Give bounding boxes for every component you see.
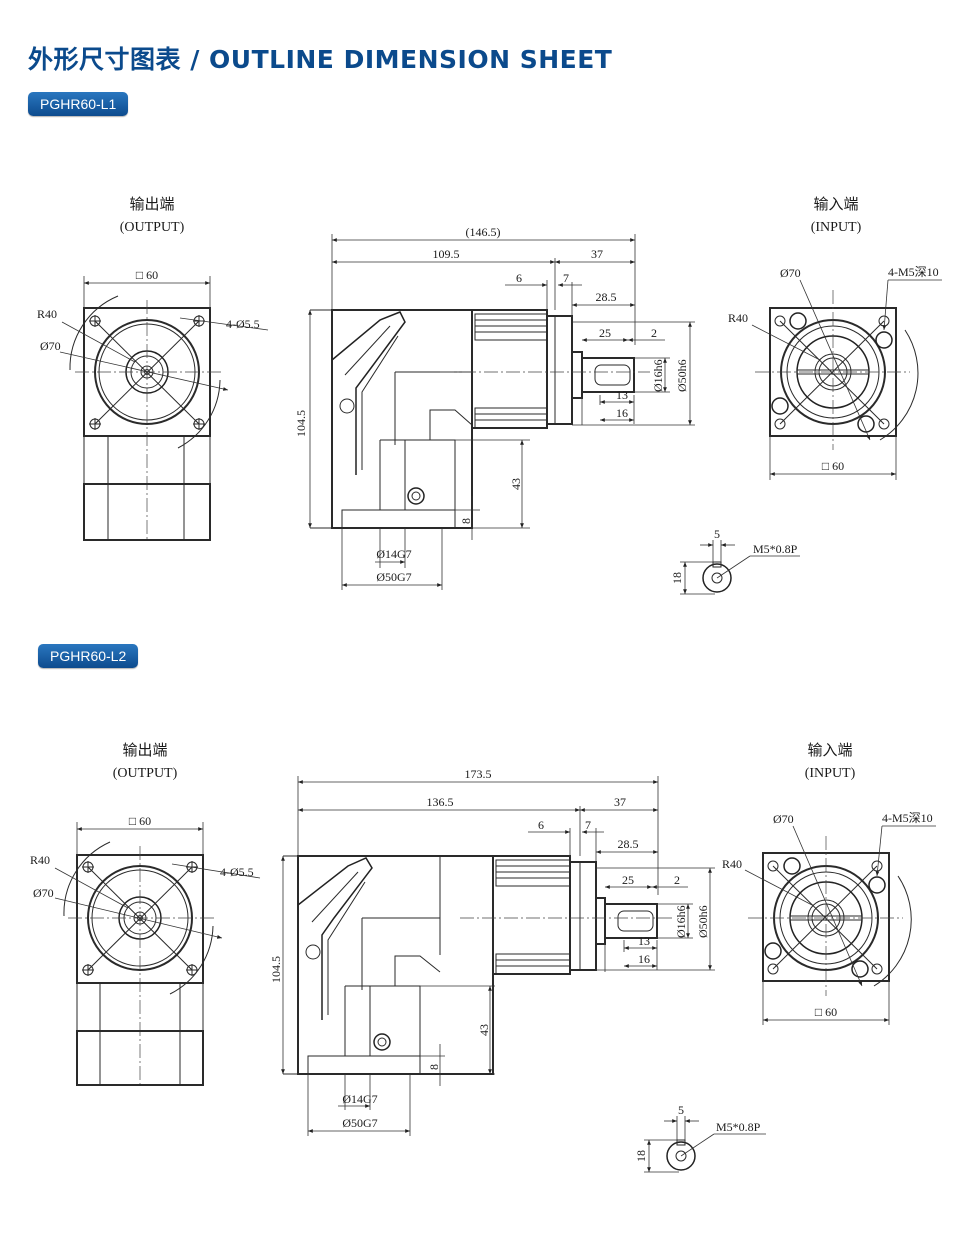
output-end-view-l2: 输出端 (OUTPUT) □ 60 R40 [30,741,261,1086]
dim-out-d70: Ø70 [33,886,54,900]
key-width: 5 [714,527,720,541]
dim-h43: 43 [477,1024,491,1036]
dim-in-square: □ 60 [815,1005,837,1019]
dim-out-square: □ 60 [136,268,158,282]
dim-in-r40: R40 [722,857,742,871]
dim-28-5: 28.5 [596,290,617,304]
input-label-en: (INPUT) [805,766,856,781]
dim-in-square: □ 60 [822,459,844,473]
dim-d50g7: Ø50G7 [342,1116,377,1130]
dim-in-d70: Ø70 [780,266,801,280]
dim-overall: (146.5) [466,225,501,239]
drawing-l2: 输出端 (OUTPUT) □ 60 R40 [30,741,936,1173]
dim-h104: 104.5 [269,956,283,983]
key-height: 18 [634,1150,648,1162]
dim-in-holes: 4-M5深10 [888,265,939,279]
output-end-view-l1: 输出端 (OUTPUT) □ 60 [37,195,269,541]
side-view-l1: (146.5) 109.5 37 6 7 28.5 25 2 [294,225,695,590]
dim-h8: 8 [459,518,473,524]
dim-out-d70: Ø70 [40,339,61,353]
input-end-view-l1: 输入端 (INPUT) □ 60 R40 Ø70 [728,195,942,480]
dim-d50h6: Ø50h6 [696,905,710,938]
input-label-cn: 输入端 [813,195,858,213]
dim-out-r40: R40 [30,853,50,867]
dim-right: 37 [591,247,603,261]
dim-body: 136.5 [427,795,454,809]
dim-out-square: □ 60 [129,814,151,828]
dim-in-r40: R40 [728,311,748,325]
output-label-en: (OUTPUT) [113,766,178,781]
dim-13: 13 [638,934,650,948]
key-thread: M5*0.8P [716,1120,761,1134]
key-detail-l1: 5 18 M5*0.8P [670,527,800,595]
dim-right: 37 [614,795,626,809]
page-title: 外形尺寸图表 / OUTLINE DIMENSION SHEET [28,45,613,74]
dim-d50g7: Ø50G7 [376,570,411,584]
output-label-cn: 输出端 [129,195,174,213]
key-width: 5 [678,1103,684,1117]
dim-overall: 173.5 [465,767,492,781]
input-label-en: (INPUT) [811,220,862,235]
key-thread: M5*0.8P [753,542,798,556]
dim-d16h6: Ø16h6 [651,359,665,392]
dim-in-d70: Ø70 [773,812,794,826]
dim-d14g7: Ø14G7 [342,1092,377,1106]
dim-6: 6 [516,271,522,285]
dim-out-holes: 4-Ø5.5 [226,317,260,331]
dim-h43: 43 [509,478,523,490]
dim-d14g7: Ø14G7 [376,547,411,561]
dim-28-5: 28.5 [618,837,639,851]
dim-16: 16 [638,952,650,966]
dim-25: 25 [599,326,611,340]
dim-16: 16 [616,406,628,420]
dim-d16h6: Ø16h6 [674,905,688,938]
output-label-cn: 输出端 [122,741,167,759]
key-height: 18 [670,572,684,584]
model-badge-l2: PGHR60-L2 [38,644,139,668]
dim-7: 7 [563,271,569,285]
input-label-cn: 输入端 [807,741,852,759]
dim-d50h6: Ø50h6 [675,359,689,392]
dim-body: 109.5 [433,247,460,261]
dim-7: 7 [585,818,591,832]
dim-h8: 8 [427,1064,441,1070]
input-end-view-l2: 输入端 (INPUT) □ 60 R40 Ø70 [722,741,936,1025]
dim-out-holes: 4-Ø5.5 [220,865,254,879]
output-label-en: (OUTPUT) [120,220,185,235]
dim-h104: 104.5 [294,410,308,437]
dim-2: 2 [674,873,680,887]
side-view-l2: 173.5 136.5 37 6 7 28.5 25 2 [269,767,715,1136]
dim-6: 6 [538,818,544,832]
dim-in-holes: 4-M5深10 [882,811,933,825]
dim-out-r40: R40 [37,307,57,321]
drawing-l1: 输出端 (OUTPUT) □ 60 [37,195,942,595]
dim-25: 25 [622,873,634,887]
key-detail-l2: 5 18 M5*0.8P [634,1103,766,1173]
dim-2: 2 [651,326,657,340]
dim-13: 13 [616,388,628,402]
model-badge-l1: PGHR60-L1 [28,92,129,116]
